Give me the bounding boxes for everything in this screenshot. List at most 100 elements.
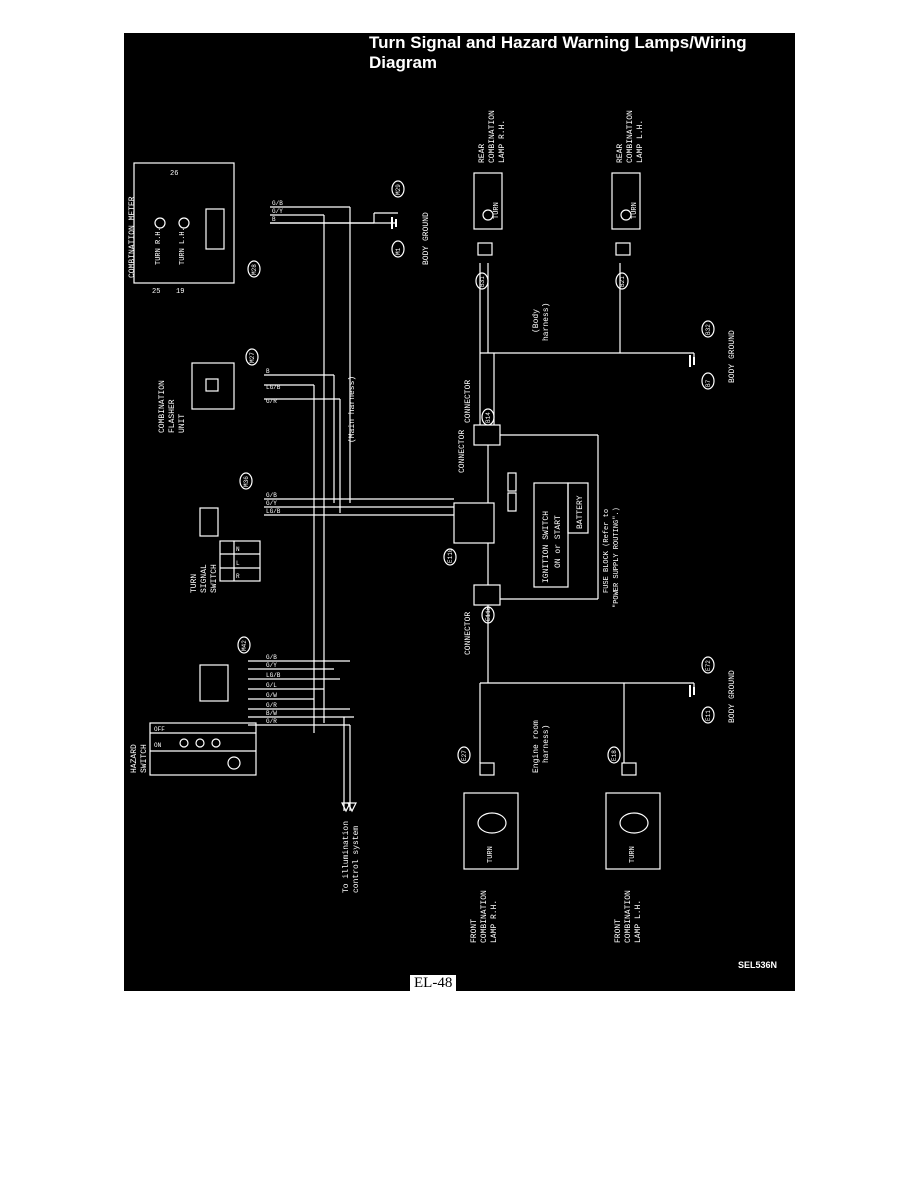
title-line-1: Turn Signal and Hazard Warning Lamps/Wir…	[369, 33, 747, 52]
svg-text:COMBINATION: COMBINATION	[488, 110, 497, 163]
svg-text:"POWER SUPPLY ROUTING".): "POWER SUPPLY ROUTING".)	[613, 507, 621, 608]
combination-meter: COMBINATION METER TURN R.H. TURN L.H. 25…	[128, 162, 235, 296]
svg-text:OFF: OFF	[154, 726, 165, 733]
svg-text:TURN: TURN	[629, 846, 637, 863]
diagram-title: Turn Signal and Hazard Warning Lamps/Wir…	[369, 33, 747, 73]
svg-text:B7: B7	[705, 379, 712, 387]
svg-text:G/W: G/W	[266, 692, 277, 699]
svg-text:G/B: G/B	[266, 492, 277, 499]
connector-m110: CONNECTOR	[453, 430, 495, 544]
svg-text:ON or START: ON or START	[554, 515, 563, 568]
svg-text:SWITCH: SWITCH	[210, 564, 219, 593]
svg-text:E72: E72	[705, 660, 712, 671]
svg-text:G/B: G/B	[266, 654, 277, 661]
svg-text:TURN: TURN	[487, 846, 495, 863]
svg-text:B21: B21	[619, 276, 626, 287]
svg-text:TURN R.H.: TURN R.H.	[155, 227, 163, 265]
svg-text:(Main harness): (Main harness)	[348, 376, 357, 443]
svg-text:G/R: G/R	[266, 718, 277, 725]
svg-text:TURN L.H.: TURN L.H.	[179, 227, 187, 265]
svg-text:FRONT: FRONT	[470, 919, 479, 943]
svg-text:G/L: G/L	[266, 682, 277, 689]
svg-text:B31: B31	[479, 276, 486, 287]
svg-text:IGNITION SWITCH: IGNITION SWITCH	[542, 511, 551, 583]
svg-text:M1: M1	[395, 247, 402, 255]
connector-id-labels: M28 M29 M1 M27 M36 M42 B31 B21 B32 B7 B1…	[237, 180, 715, 764]
svg-text:BODY GROUND: BODY GROUND	[422, 212, 431, 265]
svg-text:R: R	[236, 573, 240, 580]
svg-text:COMBINATION METER: COMBINATION METER	[128, 196, 137, 278]
ground-symbols	[391, 217, 695, 697]
svg-text:G/Y: G/Y	[266, 662, 277, 669]
svg-text:CONNECTOR: CONNECTOR	[464, 380, 473, 423]
svg-text:REAR: REAR	[478, 144, 487, 163]
wire-color-labels: G/B G/Y B B LG/B G/R G/B G/Y LG/B G/B G/…	[266, 200, 283, 725]
svg-text:(Body: (Body	[532, 309, 541, 333]
svg-text:L: L	[236, 560, 240, 567]
svg-text:G/Y: G/Y	[272, 208, 283, 215]
svg-text:E18: E18	[611, 750, 618, 761]
svg-text:harness): harness)	[542, 303, 551, 341]
svg-text:LAMP L.H.: LAMP L.H.	[634, 900, 643, 943]
rear-combination-lamp-rh: TURN REAR COMBINATION LAMP R.H.	[473, 110, 507, 256]
connector-e116: CONNECTOR	[464, 584, 501, 655]
svg-text:M29: M29	[395, 184, 402, 195]
svg-text:LAMP R.H.: LAMP R.H.	[498, 120, 507, 163]
svg-text:FRONT: FRONT	[614, 919, 623, 943]
rear-combination-lamp-lh: TURN REAR COMBINATION LAMP L.H.	[611, 110, 645, 256]
svg-text:M28: M28	[251, 264, 258, 275]
wires	[248, 206, 695, 813]
svg-text:B: B	[266, 368, 270, 375]
svg-text:COMBINATION: COMBINATION	[480, 890, 489, 943]
svg-text:FUSE BLOCK (Refer to: FUSE BLOCK (Refer to	[603, 509, 611, 593]
svg-text:HAZARD: HAZARD	[130, 744, 139, 773]
svg-text:LG/B: LG/B	[266, 508, 281, 515]
svg-text:G/Y: G/Y	[266, 500, 277, 507]
diagram-panel: COMBINATION METER TURN R.H. TURN L.H. 25…	[124, 33, 795, 991]
turn-signal-switch: TURN SIGNAL SWITCH N L R	[190, 507, 261, 593]
wiring-diagram: COMBINATION METER TURN R.H. TURN L.H. 25…	[128, 110, 737, 943]
svg-text:SWITCH: SWITCH	[140, 744, 149, 773]
svg-text:Engine room: Engine room	[532, 720, 541, 773]
svg-text:BODY GROUND: BODY GROUND	[728, 670, 737, 723]
svg-text:CONNECTOR: CONNECTOR	[458, 430, 467, 473]
svg-text:B: B	[272, 216, 276, 223]
svg-text:TURN: TURN	[190, 574, 199, 593]
svg-text:E110: E110	[447, 548, 454, 563]
svg-text:25: 25	[152, 288, 160, 296]
svg-text:M36: M36	[243, 476, 250, 487]
svg-text:TURN: TURN	[493, 202, 501, 219]
svg-text:UNIT: UNIT	[178, 414, 187, 433]
svg-text:B/W: B/W	[266, 710, 277, 717]
svg-text:B32: B32	[705, 324, 712, 335]
svg-text:26: 26	[170, 170, 178, 178]
svg-text:G/B: G/B	[272, 200, 283, 207]
front-combination-lamp-lh: TURN FRONT COMBINATION LAMP L.H.	[605, 762, 661, 943]
svg-text:FLASHER: FLASHER	[168, 399, 177, 433]
svg-text:ON: ON	[154, 742, 162, 749]
svg-text:E27: E27	[461, 750, 468, 761]
svg-text:COMBINATION: COMBINATION	[624, 890, 633, 943]
svg-text:LG/B: LG/B	[266, 672, 281, 679]
hazard-switch: HAZARD SWITCH OFF ON	[130, 664, 257, 776]
flasher-unit: COMBINATION FLASHER UNIT	[158, 362, 235, 433]
svg-text:BODY GROUND: BODY GROUND	[728, 330, 737, 383]
svg-text:19: 19	[176, 288, 184, 296]
svg-text:M27: M27	[249, 352, 256, 363]
battery: BATTERY	[567, 482, 589, 534]
svg-text:COMBINATION: COMBINATION	[158, 380, 167, 433]
svg-text:LAMP R.H.: LAMP R.H.	[490, 900, 499, 943]
svg-text:TURN: TURN	[631, 202, 639, 219]
svg-text:B14: B14	[485, 412, 492, 423]
front-combination-lamp-rh: TURN FRONT COMBINATION LAMP R.H.	[463, 762, 519, 943]
svg-text:REAR: REAR	[616, 144, 625, 163]
svg-text:N: N	[236, 546, 240, 553]
svg-text:G/R: G/R	[266, 702, 277, 709]
svg-text:harness): harness)	[542, 725, 551, 763]
svg-text:control system: control system	[352, 826, 361, 893]
svg-text:M42: M42	[241, 640, 248, 651]
diagram-code: SEL536N	[738, 960, 778, 970]
svg-text:LG/B: LG/B	[266, 384, 281, 391]
svg-text:To illumination: To illumination	[342, 821, 351, 893]
svg-text:LAMP L.H.: LAMP L.H.	[636, 120, 645, 163]
